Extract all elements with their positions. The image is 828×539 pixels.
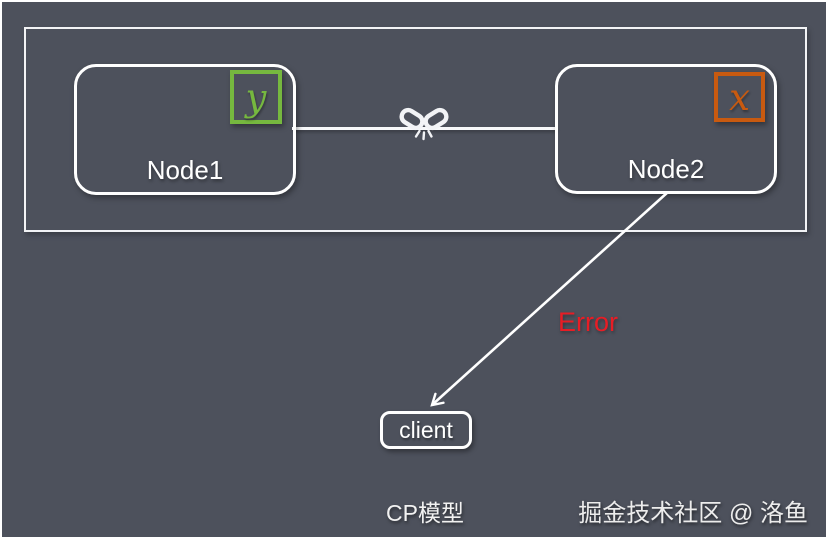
error-label: Error xyxy=(558,307,618,337)
node1-value-letter: y xyxy=(245,75,267,119)
node2-label: Node2 xyxy=(627,154,705,184)
watermark-text: 掘金技术社区 @ 洛鱼 xyxy=(578,500,808,527)
node1-label: Node1 xyxy=(146,155,224,185)
node2-value-badge: x xyxy=(714,72,765,122)
client-label: client xyxy=(399,416,453,443)
diagram-caption: CP模型 xyxy=(386,500,464,526)
partition-group-frame xyxy=(24,27,807,232)
broken-link-icon xyxy=(399,107,449,141)
node1-box: Node1 xyxy=(74,64,296,195)
client-box: client xyxy=(380,411,472,449)
node-connection-line xyxy=(292,127,556,130)
node1-value-badge: y xyxy=(230,70,282,124)
node2-value-letter: x xyxy=(729,75,750,119)
